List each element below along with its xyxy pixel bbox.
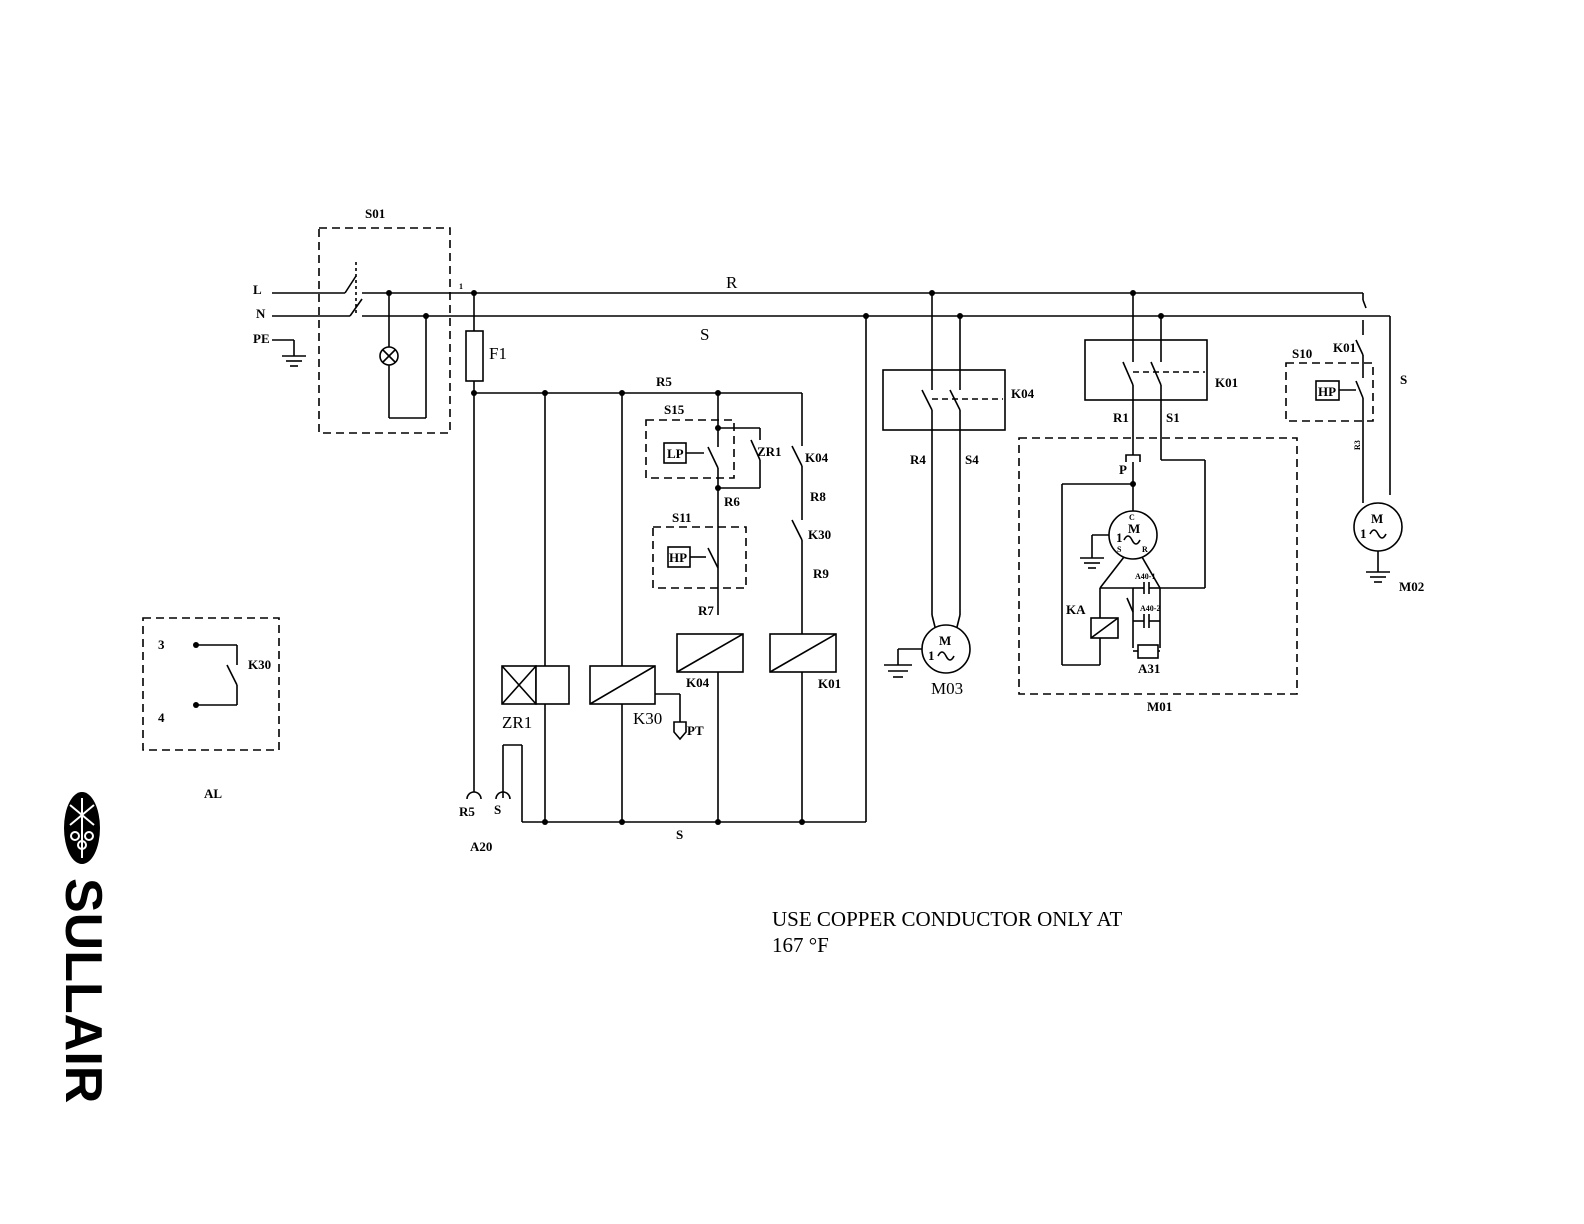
- control-circuit: F1 R5 S15 LP ZR1 R6 S11 HP: [459, 293, 866, 854]
- zr1-contact-label: ZR1: [757, 444, 782, 459]
- a40-1-label: A40-1: [1135, 572, 1155, 581]
- hp1-label: HP: [669, 550, 687, 565]
- al-k30-label: K30: [248, 657, 271, 672]
- note-line-2: 167 °F: [772, 933, 829, 957]
- p-label: P: [1119, 462, 1127, 477]
- r-line-label: R: [726, 273, 738, 292]
- logo-emblem: [64, 792, 100, 864]
- r6-label: R6: [724, 494, 740, 509]
- r5-top-label: R5: [656, 374, 672, 389]
- m02-1-label: 1: [1360, 526, 1367, 541]
- k01-coil: K01: [770, 634, 841, 691]
- s-bottom-label: S: [676, 827, 683, 842]
- s4-label: S4: [965, 452, 979, 467]
- s15-label: S15: [664, 402, 685, 417]
- ka-label: KA: [1066, 602, 1086, 617]
- m02-m-label: M: [1371, 511, 1383, 526]
- k01-switch-label: K01: [1333, 340, 1356, 355]
- k01-box-label: K01: [1215, 375, 1238, 390]
- m03-m-label: M: [939, 633, 951, 648]
- s-term-label: S: [494, 802, 501, 817]
- pe-label: PE: [253, 331, 270, 346]
- k04-box-label: K04: [1011, 386, 1035, 401]
- logo-text: SULLAIR: [54, 878, 112, 1103]
- s10-fan-branch: S K01 S10 HP R3: [1286, 293, 1407, 503]
- sullair-logo: SULLAIR: [54, 792, 112, 1103]
- main-buses: R S: [471, 273, 1390, 822]
- m03-motor: M 1 M03: [884, 625, 970, 698]
- pt-label: PT: [687, 723, 704, 738]
- k01-coil-label: K01: [818, 676, 841, 691]
- k30-coil-label: K30: [633, 709, 662, 728]
- m01-r-label: R: [1142, 545, 1148, 554]
- f1-fuse: [466, 331, 483, 381]
- s11-label: S11: [672, 510, 692, 525]
- r9-label: R9: [813, 566, 829, 581]
- r3-label: R3: [1353, 440, 1362, 450]
- r5-term-label: R5: [459, 804, 475, 819]
- note-line-1: USE COPPER CONDUCTOR ONLY AT: [772, 907, 1122, 931]
- al-3-label: 3: [158, 637, 165, 652]
- l-label: L: [253, 282, 262, 297]
- r4-label: R4: [910, 452, 926, 467]
- m02-motor: M 1 M02: [1354, 503, 1424, 594]
- s01-label: S01: [365, 206, 385, 221]
- s-right-label: S: [1400, 372, 1407, 387]
- s-line-label: S: [700, 325, 709, 344]
- zr1-label: ZR1: [502, 713, 532, 732]
- r7-label: R7: [698, 603, 714, 618]
- k04-contact-label: K04: [805, 450, 829, 465]
- lp-label: LP: [667, 446, 684, 461]
- hp2-label: HP: [1318, 384, 1336, 399]
- k04-contactor: K04 R4 S4: [883, 290, 1035, 627]
- al-alarm-contact: 3 4 K30 AL: [143, 618, 279, 801]
- node-1-label: 1: [459, 282, 463, 291]
- a20-label: A20: [470, 839, 492, 854]
- m03-label: M03: [931, 679, 963, 698]
- r1-label: R1: [1113, 410, 1129, 425]
- m01-s-label: S: [1117, 545, 1122, 554]
- s01-switch: S01 L N PE 1: [253, 206, 472, 433]
- f1-label: F1: [489, 344, 507, 363]
- k04-coil-label: K04: [686, 675, 710, 690]
- a31-label: A31: [1138, 661, 1160, 676]
- s10-label: S10: [1292, 346, 1312, 361]
- m01-m-label: M: [1128, 521, 1140, 536]
- r8-label: R8: [810, 489, 826, 504]
- k04-coil: K04: [677, 634, 743, 690]
- s1-label: S1: [1166, 410, 1180, 425]
- n-label: N: [256, 306, 266, 321]
- al-label: AL: [204, 786, 222, 801]
- m02-label: M02: [1399, 579, 1424, 594]
- k30-contact-label: K30: [808, 527, 831, 542]
- m01-1-label: 1: [1116, 530, 1123, 545]
- m01-label: M01: [1147, 699, 1172, 714]
- a40-2-label: A40-2: [1140, 604, 1160, 613]
- m03-1-label: 1: [928, 648, 935, 663]
- al-4-label: 4: [158, 710, 165, 725]
- m01-compressor: M01 P C M 1 S R A40-1: [1019, 438, 1297, 714]
- zr1-coil: ZR1: [502, 666, 569, 732]
